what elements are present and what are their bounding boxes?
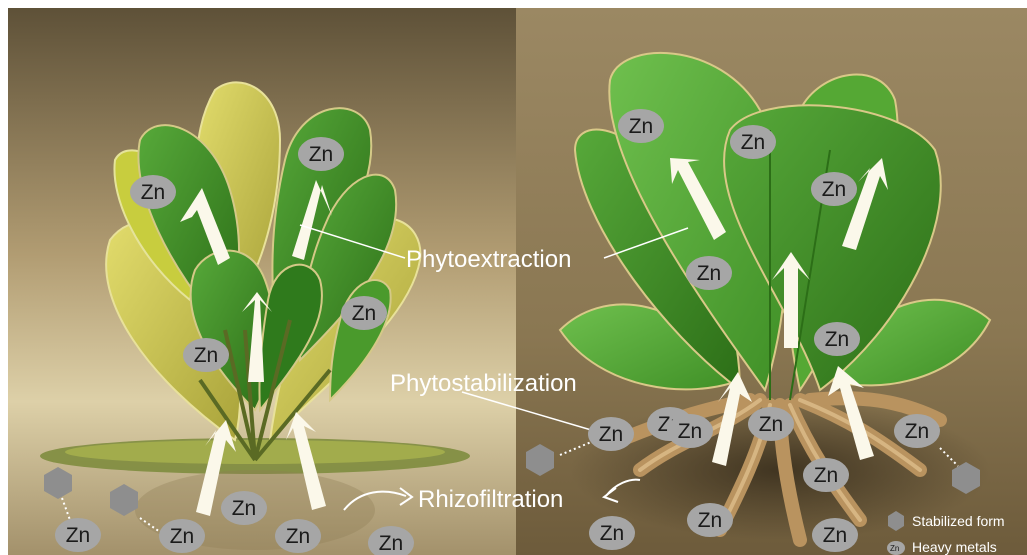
label-phytoextraction: Phytoextraction (406, 246, 571, 273)
zn-marker-label: Zn (170, 525, 195, 548)
zn-marker: Zn (159, 519, 205, 553)
zn-marker: Zn (298, 137, 344, 171)
zn-marker: Zn (748, 407, 794, 441)
label-rhizofiltration: Rhizofiltration (418, 486, 563, 513)
zn-marker-label: Zn (194, 344, 219, 367)
zn-marker-label: Zn (814, 464, 839, 487)
zn-marker-label: Zn (352, 302, 377, 325)
zn-marker: Zn (730, 125, 776, 159)
zn-marker-label: Zn (678, 420, 703, 443)
zn-marker-label: Zn (309, 143, 334, 166)
zn-marker-label: Zn (825, 328, 850, 351)
zn-marker-label: Zn (823, 524, 848, 547)
zn-marker-label: Zn (286, 525, 311, 548)
zn-marker: Zn (183, 338, 229, 372)
zn-marker: Zn (811, 172, 857, 206)
zn-marker: Zn (814, 322, 860, 356)
zn-marker: Zn (812, 518, 858, 552)
heavy-metals-legend-icon-text: Zn (890, 544, 899, 553)
label-phytostabilization: Phytostabilization (390, 370, 577, 397)
zn-marker-label: Zn (697, 262, 722, 285)
zn-marker: Zn (341, 296, 387, 330)
zn-marker-label: Zn (905, 420, 930, 443)
zn-marker-label: Zn (141, 181, 166, 204)
zn-marker: Zn (130, 175, 176, 209)
zn-marker: Zn (894, 414, 940, 448)
zn-marker: Zn (686, 256, 732, 290)
zn-marker: Zn (687, 503, 733, 537)
zn-marker-label: Zn (379, 532, 404, 555)
zn-marker: Zn (221, 491, 267, 525)
zn-marker-label: Zn (600, 522, 625, 545)
zn-marker-label: Zn (66, 524, 91, 547)
legend-stabilized-form: Stabilized form (912, 513, 1005, 529)
zn-marker: Zn (667, 414, 713, 448)
zn-marker-label: Zn (698, 509, 723, 532)
zn-marker-label: Zn (599, 423, 624, 446)
zn-marker-label: Zn (759, 413, 784, 436)
zn-marker-label: Zn (822, 178, 847, 201)
zn-marker: Zn (589, 516, 635, 550)
zn-marker: Zn (803, 458, 849, 492)
zn-marker-label: Zn (232, 497, 257, 520)
zn-marker-label: Zn (629, 115, 654, 138)
zn-marker: Zn (275, 519, 321, 553)
zn-marker-label: Zn (741, 131, 766, 154)
zn-marker: Zn (618, 109, 664, 143)
zn-marker: Zn (55, 518, 101, 552)
zn-marker: Zn (588, 417, 634, 451)
legend-heavy-metals: Heavy metals (912, 539, 997, 555)
